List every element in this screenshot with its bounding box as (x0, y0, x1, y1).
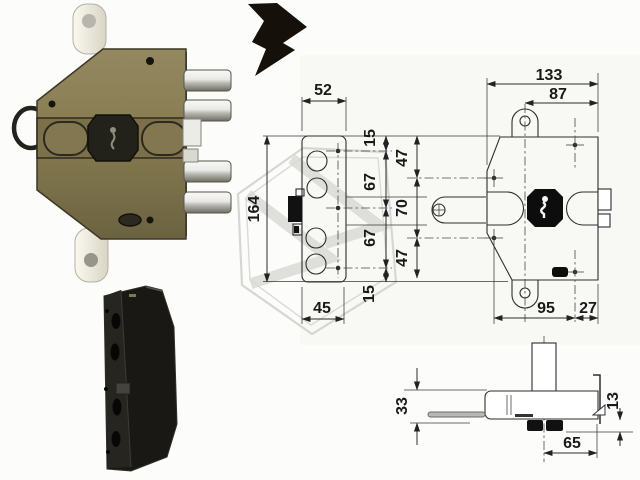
bolt-pin (183, 191, 232, 214)
dim-label-15b: 15 (361, 285, 378, 303)
plan-cover-left (527, 420, 543, 431)
dim-center-to-edge: 65 (543, 424, 598, 458)
screw-bottom (146, 216, 154, 224)
plan-cylinder (531, 342, 557, 392)
front-view-drawing: 47 70 47 133 (394, 67, 612, 324)
edge-latch-tab (115, 382, 131, 395)
side-deadbolt (288, 196, 302, 222)
side-view-drawing: 52 164 45 15 67 67 15 (246, 82, 508, 324)
dim-label-33: 33 (394, 397, 411, 415)
edge-faceplate (104, 290, 131, 468)
mounting-hole-bottom (84, 253, 98, 267)
plan-view-drawing: 33 13 65 (394, 336, 633, 462)
dim-label-70: 70 (394, 199, 411, 217)
front-center-marks (485, 118, 584, 322)
lock-photo-front (11, 3, 232, 283)
dim-label-13: 13 (605, 392, 622, 410)
screw-left (48, 100, 56, 108)
dim-label-133: 133 (536, 67, 563, 84)
mounting-tab-top (72, 3, 107, 55)
front-left-slot (487, 191, 525, 226)
front-right-slot (565, 191, 598, 226)
mounting-hole-top (82, 14, 96, 28)
dim-width-total: 133 (486, 67, 599, 165)
front-bottom-tab (511, 280, 539, 309)
dim-label-164: 164 (246, 196, 263, 223)
dim-width-to-center: 87 (524, 86, 599, 107)
latch-arm (431, 196, 486, 224)
dim-left-column: 47 70 47 (394, 135, 490, 279)
plan-cover-right (546, 420, 563, 431)
plan-strip (427, 411, 486, 418)
key-emblem-stem (110, 132, 116, 150)
front-body (486, 136, 599, 281)
latch-bolt-lower (182, 148, 199, 163)
bolt-tip-bottom (597, 213, 611, 228)
dim-label-67a: 67 (362, 173, 379, 191)
cylinder-cover (87, 114, 139, 162)
side-hole (305, 253, 327, 275)
edge-facet-line (120, 289, 132, 468)
bolt-pin (183, 160, 232, 183)
side-latch (292, 223, 303, 236)
bolt-pin (183, 69, 232, 92)
dim-label-87: 87 (549, 86, 567, 103)
side-hole (305, 227, 327, 249)
side-bolt-step (295, 188, 305, 197)
band-right-slot (141, 121, 187, 156)
dim-label-95: 95 (537, 300, 555, 317)
dim-label-47b: 47 (394, 249, 411, 267)
dim-label-27: 27 (579, 300, 597, 317)
dim-label-52: 52 (314, 82, 332, 99)
bottom-button (118, 213, 142, 227)
screw-top (146, 57, 154, 65)
faceplate-holes (104, 309, 122, 454)
keyhole (542, 196, 548, 202)
plan-corner-marker (591, 403, 606, 416)
latch-bolt (182, 118, 202, 147)
side-hole (306, 177, 328, 199)
dim-label-15a: 15 (362, 129, 379, 147)
keyhole-stem (540, 201, 547, 218)
dim-label-65: 65 (563, 435, 581, 452)
dim-depth: 33 (394, 368, 487, 445)
lightning-bolt-icon (248, 3, 307, 76)
plan-body (484, 390, 599, 420)
dim-label-45: 45 (313, 300, 331, 317)
dim-width-bottom: 45 (301, 287, 345, 324)
lock-photo-edge (103, 285, 178, 472)
front-stop-button (552, 267, 568, 277)
plan-inner-bar (515, 414, 533, 417)
dim-label-47a: 47 (394, 149, 411, 167)
edge-green-speck (129, 294, 136, 297)
center-marks (326, 148, 392, 271)
bolt-pins (183, 69, 232, 214)
side-hole (306, 150, 328, 172)
dim-right-column: 15 67 67 15 (361, 129, 390, 303)
band-left-slot (43, 121, 89, 156)
key-emblem (110, 127, 116, 133)
bolt-tip-top (597, 188, 612, 211)
dim-lip: 13 (566, 392, 633, 446)
front-cylinder-guard (527, 189, 563, 227)
dim-height: 164 (246, 135, 271, 283)
dim-width-top: 52 (301, 82, 347, 131)
side-latch-dark (294, 226, 299, 233)
edge-highlight (145, 286, 163, 292)
plan-faceplate-edge (593, 374, 601, 424)
bolt-pin (183, 99, 232, 122)
dim-bottom: 95 27 (493, 246, 599, 324)
dim-label-67b: 67 (362, 229, 379, 247)
